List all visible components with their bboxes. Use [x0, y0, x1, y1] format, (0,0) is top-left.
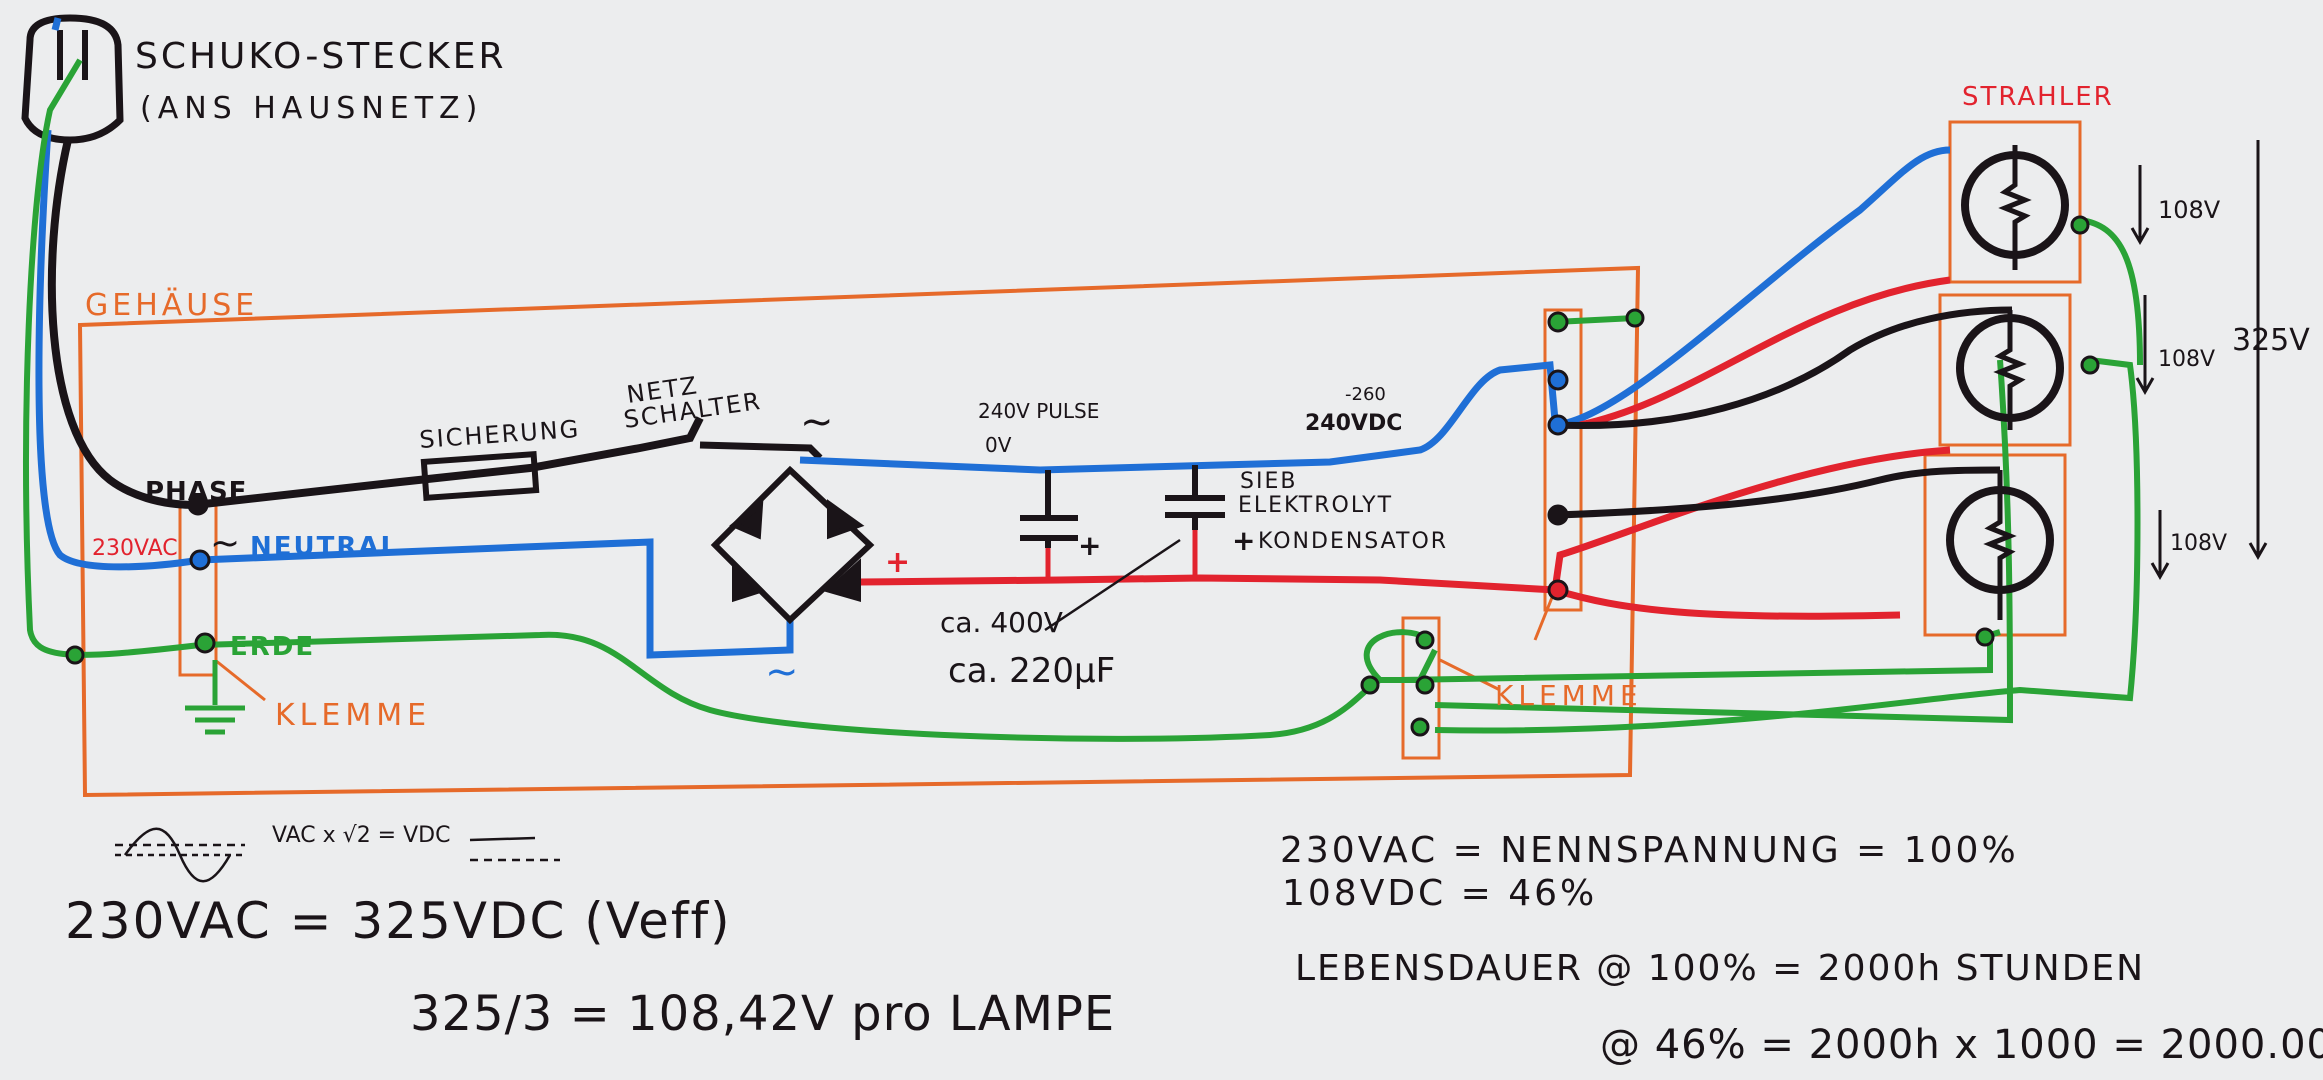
wire-dc-plus-blue — [799, 146, 1951, 474]
housing-outline — [77, 265, 1641, 798]
label-schuko: SCHUKO-STECKER — [135, 36, 506, 77]
lamp-frame-1 — [1948, 120, 2082, 284]
formula-line-3: 230VAC = NENNSPANNUNG = 100% — [1280, 830, 2019, 871]
label-gehaeuse: GEHÄUSE — [85, 287, 258, 323]
label-klemme-right: KLEMME — [1495, 679, 1643, 712]
label-erde: ERDE — [230, 632, 315, 662]
terminal-block-lamps — [1543, 308, 1583, 612]
label-kondensator: KONDENSATOR — [1258, 529, 1448, 554]
formula-line-6: @ 46% = 2000h x 1000 = 2000.000h — [1600, 1022, 2323, 1068]
label-pulse-0: 0V — [985, 433, 1012, 457]
wire-dc-red — [859, 276, 1951, 620]
capacitor-1 — [1020, 470, 1078, 548]
label-lamp-v1: 108V — [2158, 196, 2221, 224]
lamp-2 — [1956, 310, 2064, 430]
ground-symbol-icon — [185, 660, 245, 735]
fuse-symbol — [420, 451, 540, 501]
label-sicherung: SICHERUNG — [418, 415, 581, 454]
formula-line-4: 108VDC = 46% — [1282, 873, 1597, 914]
label-elektrolyt: ELEKTROLYT — [1238, 493, 1393, 518]
wire-lamp-black-2 — [1554, 466, 2001, 519]
formula-line-5: LEBENSDAUER @ 100% = 2000h STUNDEN — [1295, 948, 2145, 989]
schuko-plug-icon — [21, 14, 124, 144]
capacitor-2 — [1165, 465, 1225, 530]
terminal-block-earth — [1401, 616, 1441, 760]
label-sieb: SIEB — [1240, 469, 1297, 494]
label-plus-kondensator: + — [1232, 524, 1255, 557]
label-cap-voltage: ca. 400V — [940, 606, 1063, 639]
label-tilde-top: ~ — [800, 399, 834, 445]
label-plus-rectifier: + — [885, 545, 910, 580]
formula-wave-note: VAC x √2 = VDC — [272, 823, 450, 848]
label-schuko-sub: (ANS HAUSNETZ) — [140, 91, 483, 126]
lamp-1 — [1961, 145, 2069, 270]
label-tilde-input: ~ — [210, 523, 240, 564]
voltage-arrows — [2130, 140, 2268, 581]
label-lamp-v2: 108V — [2158, 347, 2215, 372]
plug-pin — [57, 30, 88, 80]
label-vdc-260: -260 — [1345, 384, 1386, 405]
lamp-3 — [1946, 470, 2054, 620]
label-pulse-240: 240V PULSE — [978, 399, 1099, 423]
klemme-pointer-right — [1439, 658, 1501, 692]
bridge-rectifier — [710, 465, 875, 625]
label-strahler: STRAHLER — [1962, 82, 2114, 112]
label-tilde-bottom: ~ — [765, 649, 799, 695]
formula-line-2: 325/3 = 108,42V pro LAMPE — [410, 986, 1115, 1042]
waveform-sketch — [115, 827, 560, 883]
formula-line-1: 230VAC = 325VDC (Veff) — [65, 892, 732, 950]
wire-earth-green — [23, 58, 2143, 742]
label-cap-value: ca. 220µF — [948, 651, 1115, 691]
label-vdc-240: 240VDC — [1305, 411, 1402, 436]
wire-lamp-black-1 — [1554, 306, 2013, 430]
label-neutral: NEUTRAL — [250, 532, 399, 562]
label-lamp-v3: 108V — [2170, 531, 2227, 556]
wire-neutral-blue — [35, 17, 794, 659]
label-phase: PHASE — [145, 477, 247, 507]
terminal-dots — [65, 215, 2100, 737]
capacitor-pointer — [1044, 538, 1181, 632]
klemme-pointer-left — [214, 658, 266, 702]
label-total-v: 325V — [2232, 323, 2310, 358]
label-klemme-left: KLEMME — [275, 698, 431, 733]
switch-lever — [699, 441, 823, 461]
label-plus-cap1: + — [1078, 529, 1101, 562]
label-230vac: 230VAC — [92, 536, 178, 561]
